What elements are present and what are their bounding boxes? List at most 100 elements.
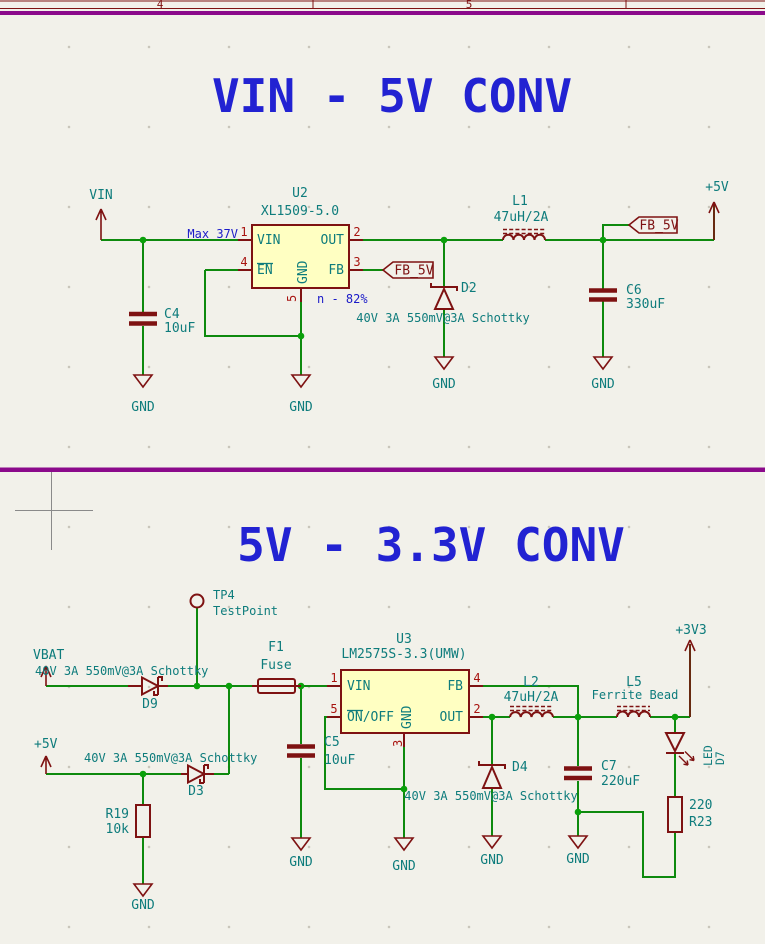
section-divider-line[interactable] <box>0 467 765 473</box>
diode-d2[interactable]: D2 40V 3A 550mV@3A Schottky <box>356 281 529 325</box>
gnd-label[interactable]: GND <box>591 377 615 392</box>
component-ref[interactable]: F1 <box>268 640 284 655</box>
component-ref[interactable]: U3 <box>396 632 412 647</box>
ic-u3[interactable]: U3 LM2575S-3.3(UMW) VIN ON /OFF FB OUT G… <box>330 632 480 747</box>
component-ref[interactable]: D7 <box>713 751 727 765</box>
gnd-label[interactable]: GND <box>480 853 504 868</box>
diode-d9[interactable]: D9 <box>128 675 168 712</box>
component-ref[interactable]: U2 <box>292 186 308 201</box>
component-value[interactable]: LM2575S-3.3(UMW) <box>341 647 466 662</box>
component-value[interactable]: LED <box>701 745 715 766</box>
component-value[interactable]: XL1509-5.0 <box>261 204 339 219</box>
gnd-symbol-icon[interactable] <box>290 837 312 852</box>
gnd-symbol-icon[interactable] <box>290 374 312 389</box>
gnd-label[interactable]: GND <box>566 852 590 867</box>
component-desc[interactable]: 40V 3A 550mV@3A Schottky <box>356 311 529 325</box>
power-label[interactable]: VIN <box>89 188 112 203</box>
component-value[interactable]: 10uF <box>324 753 355 768</box>
led-symbol <box>664 732 686 754</box>
gnd-label[interactable]: GND <box>131 400 155 415</box>
section-divider-line[interactable] <box>0 11 765 15</box>
section-title[interactable]: VIN - 5V CONV <box>212 69 572 123</box>
gnd-label[interactable]: GND <box>131 898 155 913</box>
capacitor-c5[interactable]: C5 10uF <box>287 735 355 768</box>
component-value[interactable]: Fuse <box>260 658 291 673</box>
ic-u2[interactable]: U2 XL1509-5.0 VIN EN OUT FB GND 1 4 2 3 … <box>240 186 360 302</box>
component-ref[interactable]: C7 <box>601 759 617 774</box>
global-label-text[interactable]: FB_5V <box>394 264 433 279</box>
gnd-label[interactable]: GND <box>289 400 313 415</box>
power-flag-5v[interactable]: +5V <box>34 737 58 774</box>
component-value[interactable]: TestPoint <box>213 604 278 618</box>
capacitor-c4[interactable]: C4 10uF <box>129 307 195 336</box>
component-desc[interactable]: 40V 3A 550mV@3A Schottky <box>404 789 577 803</box>
component-ref[interactable]: C4 <box>164 307 180 322</box>
diode-d4[interactable]: D4 40V 3A 550mV@3A Schottky <box>404 760 577 803</box>
component-ref[interactable]: L2 <box>523 675 539 690</box>
component-value[interactable]: 47uH/2A <box>494 210 549 225</box>
gnd-symbol-icon[interactable] <box>567 835 589 850</box>
pin-name: /OFF <box>363 710 394 725</box>
pin-name: GND <box>400 705 415 729</box>
component-value[interactable]: 47uH/2A <box>504 690 559 705</box>
component-ref[interactable]: L5 <box>626 675 642 690</box>
power-label[interactable]: VBAT <box>33 648 64 663</box>
wires[interactable] <box>46 608 691 884</box>
power-label[interactable]: +5V <box>34 737 58 752</box>
component-ref[interactable]: R23 <box>689 815 712 830</box>
component-ref[interactable]: C5 <box>324 735 340 750</box>
component-value[interactable]: 330uF <box>626 297 665 312</box>
gnd-label[interactable]: GND <box>289 855 313 870</box>
global-label-fb5v[interactable]: FB_5V <box>381 261 434 279</box>
gnd-symbol-icon[interactable] <box>393 837 415 852</box>
ic-body[interactable] <box>340 669 470 734</box>
component-value[interactable]: 220uF <box>601 774 640 789</box>
component-ref[interactable]: D3 <box>188 784 204 799</box>
gnd-symbol-icon[interactable] <box>132 374 154 389</box>
component-desc[interactable]: 40V 3A 550mV@3A Schottky <box>84 751 257 765</box>
global-label-fb5v[interactable]: FB_5V <box>627 216 679 234</box>
gnd-symbol-icon[interactable] <box>481 835 503 850</box>
gnd-symbol-icon[interactable] <box>433 356 455 371</box>
ic-body[interactable] <box>251 224 350 289</box>
inductor-l5[interactable]: L5 Ferrite Bead <box>592 675 679 718</box>
component-value[interactable]: 10uF <box>164 321 195 336</box>
power-flag-3v3[interactable]: +3V3 <box>675 623 707 717</box>
inductor-l1[interactable]: L1 47uH/2A <box>494 194 549 241</box>
component-value[interactable]: 10k <box>106 822 130 837</box>
gnd-label[interactable]: GND <box>432 377 456 392</box>
led-d7[interactable]: LED D7 <box>664 732 727 766</box>
global-label-text[interactable]: FB_5V <box>639 219 678 234</box>
resistor-r23[interactable]: 220 R23 <box>667 796 712 833</box>
pin-name: OUT <box>321 233 345 248</box>
note-efficiency[interactable]: n - 82% <box>317 292 368 306</box>
power-label[interactable]: +5V <box>705 180 729 195</box>
resistor-r19[interactable]: R19 10k <box>106 804 151 838</box>
capacitor-c7[interactable]: C7 220uF <box>564 759 640 789</box>
component-value[interactable]: Ferrite Bead <box>592 688 679 702</box>
note-max-input[interactable]: Max 37V <box>187 227 238 241</box>
component-ref[interactable]: C6 <box>626 283 642 298</box>
power-flag-vin[interactable]: VIN <box>89 188 113 240</box>
gnd-symbol-icon[interactable] <box>592 356 614 371</box>
component-ref[interactable]: D9 <box>142 697 158 712</box>
section-title[interactable]: 5V - 3.3V CONV <box>237 518 625 572</box>
component-ref[interactable]: D4 <box>512 760 528 775</box>
component-desc[interactable]: 40V 3A 550mV@3A Schottky <box>35 664 208 678</box>
power-flag-5v[interactable]: +5V <box>705 180 729 240</box>
component-value[interactable]: 220 <box>689 798 712 813</box>
diode-d3[interactable]: D3 <box>181 763 214 799</box>
component-ref[interactable]: D2 <box>461 281 477 296</box>
component-ref[interactable]: R19 <box>106 807 129 822</box>
power-label[interactable]: +3V3 <box>675 623 706 638</box>
gnd-label[interactable]: GND <box>392 859 416 874</box>
inductor-l2[interactable]: L2 47uH/2A <box>504 675 559 718</box>
gnd-symbol-icon[interactable] <box>132 883 154 898</box>
component-ref[interactable]: L1 <box>512 194 528 209</box>
fuse-f1[interactable]: F1 Fuse <box>252 640 301 694</box>
testpoint-tp4[interactable]: TP4 TestPoint <box>189 588 279 618</box>
power-flag-vbat[interactable]: VBAT <box>33 648 64 686</box>
component-ref[interactable]: TP4 <box>213 588 235 602</box>
capacitor-c6[interactable]: C6 330uF <box>589 283 665 312</box>
